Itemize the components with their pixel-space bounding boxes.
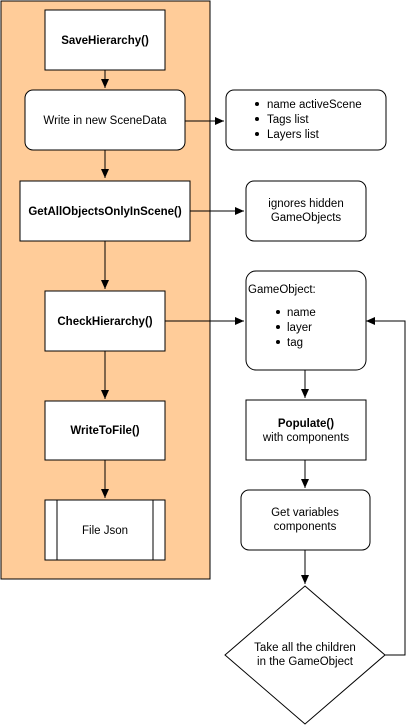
populate-sub-label: with components (262, 432, 350, 444)
write-scene-data-label: Write in new SceneData (43, 115, 167, 127)
ignores-hidden-line-2: GameObjects (271, 212, 342, 224)
get-variables-node: Get variables components (240, 489, 371, 551)
ignores-hidden-line-1: ignores hidden (268, 198, 343, 210)
get-all-objects-node: GetAllObjectsOnlyInScene() (19, 180, 191, 242)
get-variables-line-2: components (274, 521, 337, 533)
check-hierarchy-label: CheckHierarchy() (57, 316, 152, 328)
take-children-decision: Take all the children in the GameObject (224, 585, 386, 725)
scene-data-field-2: Tags list (267, 114, 309, 126)
get-all-objects-label: GetAllObjectsOnlyInScene() (28, 206, 182, 218)
write-to-file-node: WriteToFile() (44, 400, 166, 461)
gameobject-field-3: tag (287, 337, 303, 349)
scene-data-field-1: name activeScene (267, 99, 362, 111)
file-json-node: File Json (44, 499, 166, 561)
scene-data-fields-node: name activeScene Tags list Layers list (225, 89, 387, 151)
take-children-line-1: Take all the children (254, 642, 356, 654)
write-scene-data-node: Write in new SceneData (24, 89, 186, 151)
gameobject-field-2: layer (287, 322, 312, 334)
file-json-label: File Json (82, 525, 128, 537)
populate-label: Populate() (278, 418, 334, 430)
gameobject-title: GameObject: (248, 284, 316, 296)
take-children-line-2: in the GameObject (257, 656, 354, 668)
save-hierarchy-label: SaveHierarchy() (61, 35, 149, 47)
gameobject-field-1: name (287, 307, 316, 319)
ignores-hidden-node: ignores hidden GameObjects (245, 180, 367, 242)
write-to-file-label: WriteToFile() (70, 425, 139, 437)
get-variables-line-1: Get variables (271, 507, 339, 519)
gameobject-node: GameObject: name layer tag (245, 270, 367, 371)
populate-node: Populate() with components (245, 399, 367, 461)
arrow-children-loop-back (366, 317, 406, 656)
save-hierarchy-node: SaveHierarchy() (44, 9, 166, 71)
scene-data-field-3: Layers list (267, 129, 320, 141)
check-hierarchy-node: CheckHierarchy() (44, 290, 166, 352)
